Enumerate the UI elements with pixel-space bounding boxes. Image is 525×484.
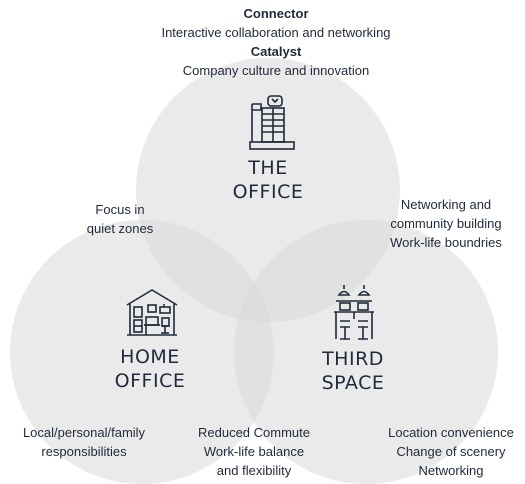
overlap-line2: community building [390,216,502,231]
third-only-line2: Change of scenery [396,444,506,459]
home-label-line1: HOME [120,346,180,368]
home-office-circle [10,220,274,484]
home-office-icon [124,287,180,337]
third-only-line1: Location convenience [388,425,514,440]
home-only-text: Local/personal/family responsibilities [6,423,162,461]
catalyst-title: Catalyst [250,44,302,59]
catalyst-description: Company culture and innovation [182,63,370,78]
connector-title: Connector [243,6,309,21]
office-label: THE OFFICE [208,156,328,204]
overlap-line1: Reduced Commute [198,425,310,440]
office-label-line1: THE [248,157,288,179]
overlap-line2: quiet zones [86,221,154,236]
home-label-line2: OFFICE [114,370,186,392]
cafe-tables-icon [332,283,376,341]
third-space-circle [234,220,498,484]
overlap-line1: Focus in [95,202,145,217]
home-third-overlap-text: Reduced Commute Work-life balance and fl… [186,423,322,480]
third-only-line3: Networking [418,463,484,478]
overlap-line1: Networking and [400,197,492,212]
third-space-label: THIRD SPACE [303,347,403,395]
overlap-line3: and flexibility [216,463,292,478]
office-description: Connector Interactive collaboration and … [130,4,422,80]
connector-description: Interactive collaboration and networking [161,25,391,40]
third-only-text: Location convenience Change of scenery N… [378,423,524,480]
home-only-line1: Local/personal/family [22,425,146,440]
overlap-line3: Work-life boundries [390,235,502,250]
office-building-icon [248,94,296,152]
office-label-line2: OFFICE [232,181,304,203]
home-only-line2: responsibilities [41,444,127,459]
third-label-line2: SPACE [321,372,385,394]
third-label-line1: THIRD [322,348,384,370]
overlap-line2: Work-life balance [203,444,305,459]
office-third-overlap-text: Networking and community building Work-l… [378,195,514,252]
office-home-overlap-text: Focus in quiet zones [70,200,170,238]
home-office-label: HOME OFFICE [95,345,205,393]
